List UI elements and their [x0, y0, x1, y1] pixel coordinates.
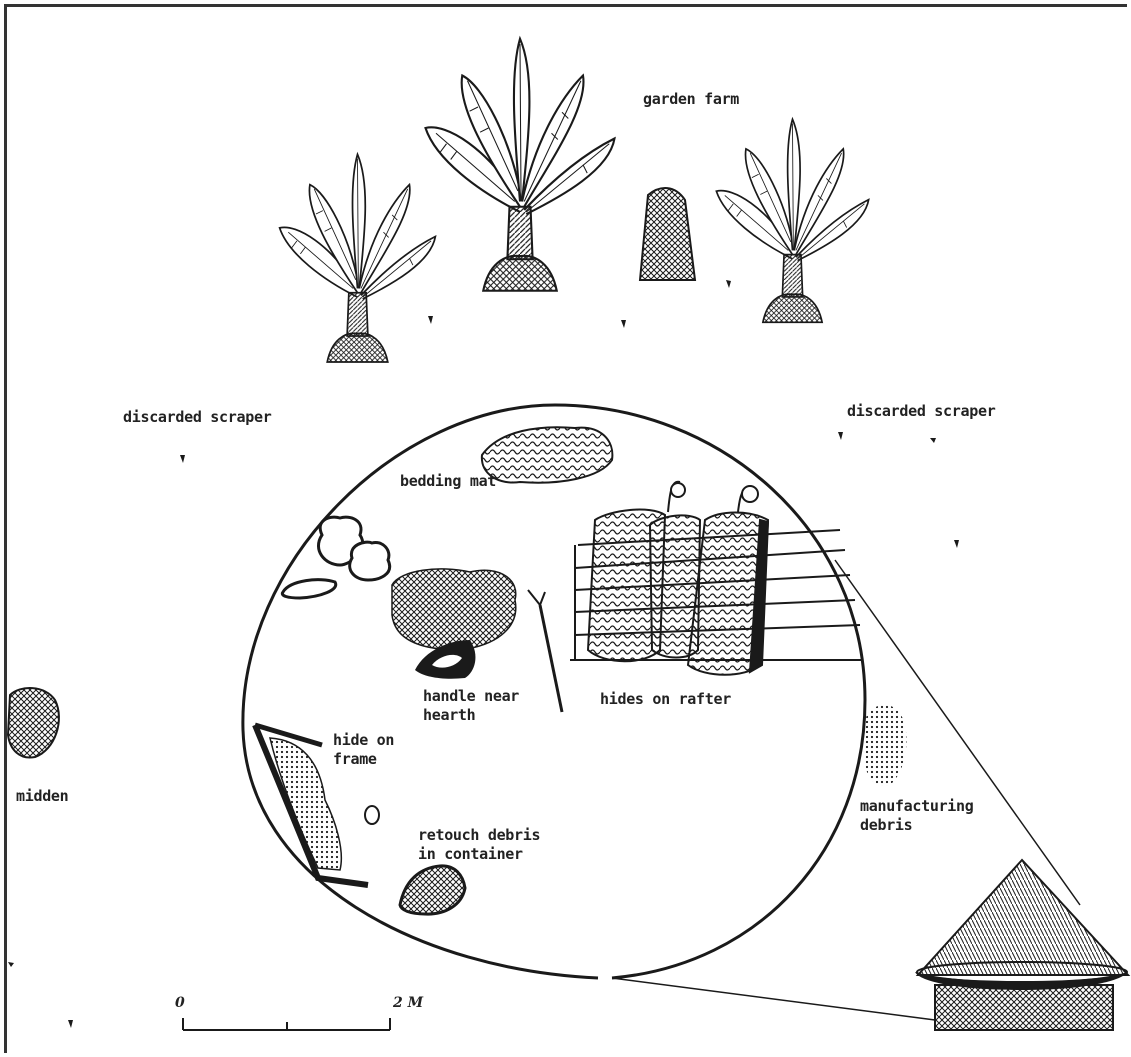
scale-start-label: 0	[175, 995, 185, 1011]
scale-bar	[183, 1018, 390, 1030]
label-discarded-scraper-right: discarded scraper	[847, 402, 995, 421]
label-retouch-debris: retouch debris in container	[418, 826, 540, 864]
pots	[282, 517, 389, 598]
label-discarded-scraper-left: discarded scraper	[123, 408, 271, 427]
label-bedding-mat: bedding mat	[400, 472, 496, 491]
label-hides-on-rafter: hides on rafter	[600, 690, 731, 709]
label-garden-farm: garden farm	[643, 90, 739, 109]
label-midden: midden	[16, 787, 68, 806]
manufacturing-debris	[864, 705, 906, 786]
label-manufacturing-debris: manufacturing debris	[860, 797, 974, 835]
plant-center	[426, 39, 615, 291]
bedding-mat	[482, 427, 613, 482]
label-hide-on-frame: hide on frame	[333, 731, 394, 769]
plant-right	[716, 119, 868, 322]
plant-left	[280, 154, 436, 362]
midden-pile	[8, 688, 59, 758]
shrub	[640, 188, 695, 280]
label-handle-near-hearth: handle near hearth	[423, 687, 519, 725]
scale-end-label: 2 M	[393, 995, 423, 1011]
house-outline	[243, 405, 865, 978]
hut	[915, 860, 1128, 1030]
hides-on-rafter	[588, 482, 768, 675]
debris-container	[400, 866, 465, 914]
hearth	[392, 569, 516, 650]
scraper-markers	[8, 280, 959, 1028]
